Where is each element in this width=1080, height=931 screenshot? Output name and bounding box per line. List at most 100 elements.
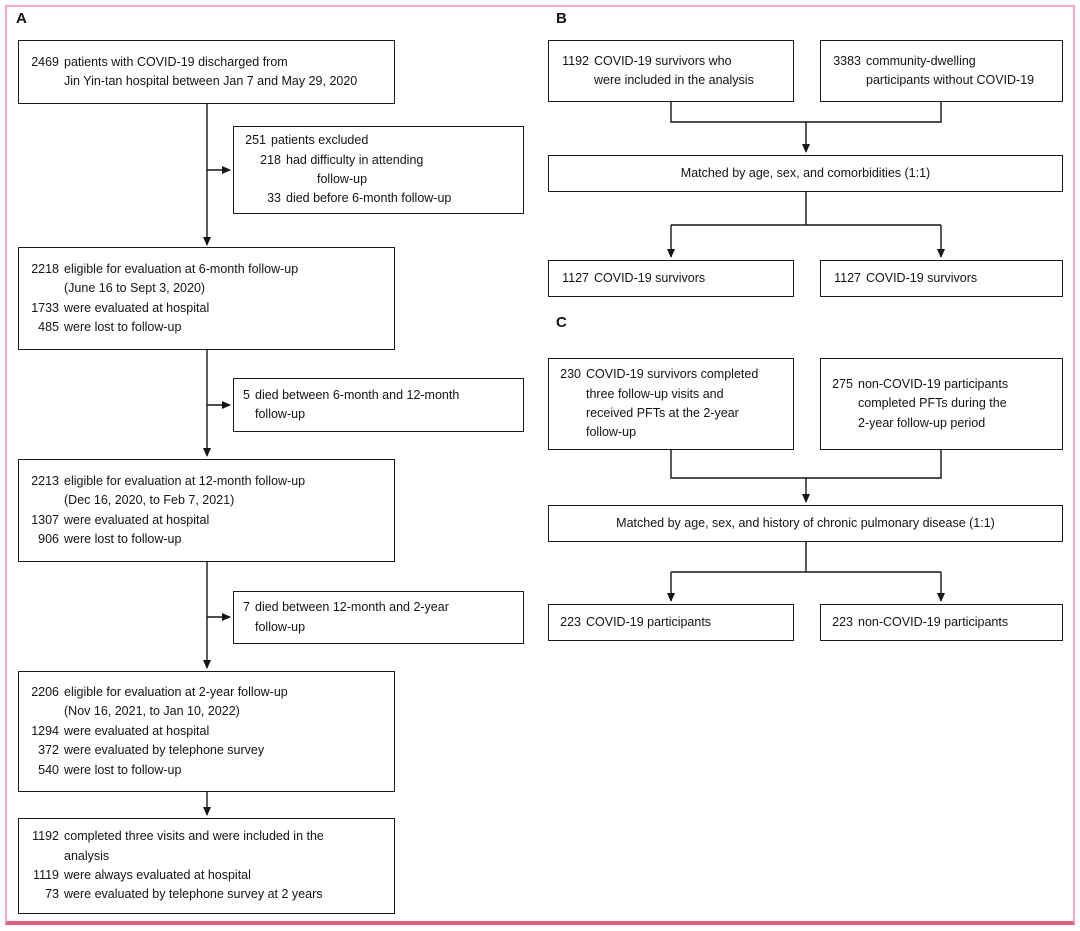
line-number: 1192 (562, 53, 589, 68)
box-text-line: received PFTs at the 2-year (557, 404, 785, 423)
line-text: follow-up (317, 172, 368, 186)
line-text: were lost to follow-up (64, 762, 182, 777)
line-number: 485 (38, 319, 59, 334)
line-number: 223 (560, 614, 581, 629)
box-text-line: 1294 were evaluated at hospital (27, 722, 386, 741)
line-text: follow-up (255, 619, 306, 634)
line-number (829, 414, 853, 433)
line-number (27, 72, 59, 91)
line-number: 1733 (31, 300, 59, 315)
line-text: follow-up (255, 407, 306, 421)
box-text-line: three follow-up visits and (557, 385, 785, 404)
line-number: 1294 (31, 723, 59, 738)
box-patients-discharged: 2469 patients with COVID-19 discharged fr… (18, 40, 395, 104)
box-text-line: 2-year follow-up period (829, 414, 1054, 433)
line-text: died between 6-month and 12-month (255, 387, 460, 402)
box-text-line: completed PFTs during the (829, 394, 1054, 413)
line-number: 906 (38, 531, 59, 546)
box-text-line: were included in the analysis (557, 71, 785, 90)
line-number: 73 (45, 887, 59, 902)
line-text: were evaluated at hospital (64, 723, 210, 738)
line-text: completed PFTs during the (858, 396, 1007, 411)
box-matched-survivors-right: 1127 COVID-19 survivors (820, 260, 1063, 297)
line-text: analysis (64, 848, 110, 863)
box-text-line: analysis (27, 847, 386, 866)
line-text: follow-up (586, 425, 637, 440)
line-number: 372 (38, 743, 59, 758)
line-number (557, 404, 581, 423)
line-number (242, 618, 250, 637)
box-text-line: follow-up (242, 405, 515, 424)
line-number (27, 279, 59, 298)
line-text: were included in the analysis (594, 73, 754, 87)
box-text-line: follow-up (557, 423, 785, 442)
line-text: patients with COVID-19 discharged from (64, 54, 288, 69)
line-text: eligible for evaluation at 6-month follo… (64, 261, 299, 276)
line-text: received PFTs at the 2-year (586, 406, 739, 420)
line-text: were evaluated by telephone survey at 2 … (64, 887, 323, 902)
line-number: 1127 (834, 270, 861, 285)
line-text: (Nov 16, 2021, to Jan 10, 2022) (64, 704, 240, 719)
box-matched-comorbidities: Matched by age, sex, and comorbidities (… (548, 155, 1063, 192)
line-number: 218 (260, 152, 281, 167)
line-text: were lost to follow-up (64, 531, 182, 546)
line-number: 3383 (833, 53, 861, 68)
line-number: 33 (267, 191, 281, 206)
box-text-line: 33 died before 6-month follow-up (257, 189, 515, 208)
line-text: died before 6-month follow-up (286, 191, 452, 206)
box-text-line: 540 were lost to follow-up (27, 761, 386, 780)
line-number: 1119 (33, 868, 59, 882)
line-number: 540 (38, 762, 59, 777)
line-number: 223 (832, 614, 853, 629)
box-text-line: 1127 COVID-19 survivors (829, 269, 1054, 288)
line-number (27, 491, 59, 510)
line-text: 2-year follow-up period (858, 415, 986, 430)
line-text: were evaluated at hospital (64, 512, 210, 527)
line-number: 2206 (31, 685, 59, 700)
line-number: 2469 (31, 54, 59, 69)
line-text: were lost to follow-up (64, 319, 182, 334)
line-number: 7 (243, 600, 250, 615)
line-text: non-COVID-19 participants (858, 614, 1009, 629)
line-number: 2213 (31, 473, 59, 488)
line-text: were evaluated by telephone survey (64, 743, 265, 758)
line-number (829, 394, 853, 413)
line-text: COVID-19 survivors (866, 270, 978, 285)
line-number (27, 847, 59, 866)
line-text: eligible for evaluation at 12-month foll… (64, 473, 306, 488)
box-text-line: 485 were lost to follow-up (27, 318, 386, 337)
line-text: (Dec 16, 2020, to Feb 7, 2021) (64, 493, 235, 508)
box-matched-covid-participants: 223 COVID-19 participants (548, 604, 794, 641)
line-text: COVID-19 survivors completed (586, 367, 759, 382)
line-text: non-COVID-19 participants (858, 376, 1009, 391)
box-text-line: 2206 eligible for evaluation at 2-year fo… (27, 683, 386, 702)
line-text: (June 16 to Sept 3, 2020) (64, 281, 206, 296)
panel-c-label: C (556, 314, 567, 331)
line-text: COVID-19 participants (586, 614, 712, 629)
connector-c-merge (670, 450, 942, 479)
line-text: eligible for evaluation at 2-year follow… (64, 685, 288, 700)
box-2year-followup: 2206 eligible for evaluation at 2-year fo… (18, 671, 395, 792)
line-text: completed three visits and were included… (64, 829, 324, 844)
box-text-line: Jin Yin-tan hospital between Jan 7 and M… (27, 72, 386, 91)
box-text-line: (Nov 16, 2021, to Jan 10, 2022) (27, 702, 386, 721)
line-text: three follow-up visits and (586, 386, 724, 401)
line-number (557, 423, 581, 442)
line-text: patients excluded (271, 133, 369, 148)
line-number (557, 385, 581, 404)
